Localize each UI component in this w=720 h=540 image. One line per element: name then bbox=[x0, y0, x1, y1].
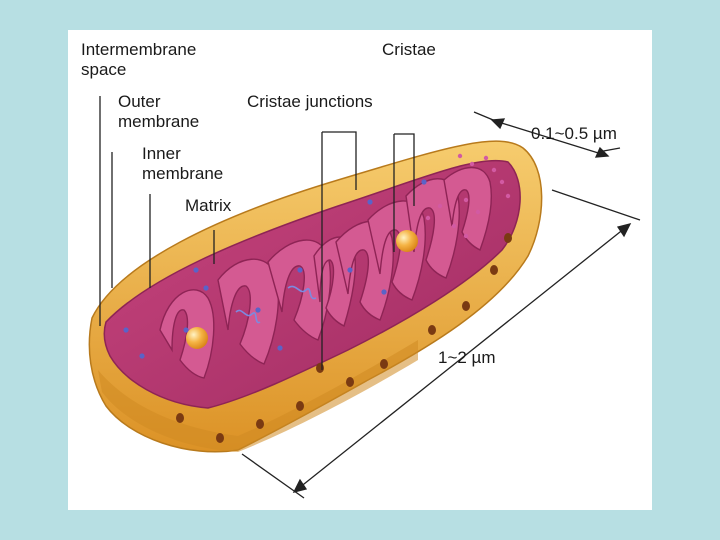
label-length-measure: 1~2 µm bbox=[438, 348, 496, 368]
membrane-pores bbox=[176, 233, 512, 443]
label-intermembrane-space: Intermembrane space bbox=[81, 40, 196, 80]
dimension-lines bbox=[241, 111, 641, 499]
leader-cristae bbox=[393, 133, 415, 252]
dimension-length-arrowhead-bottom bbox=[292, 478, 308, 493]
dna-strand-1 bbox=[235, 309, 261, 324]
label-intermembrane-space-line-2: space bbox=[81, 60, 127, 79]
label-outer-membrane-line-2: membrane bbox=[118, 112, 200, 131]
label-inner-membrane: Inner membrane bbox=[142, 144, 223, 184]
label-inner-membrane-line-2: membrane bbox=[142, 164, 224, 183]
dimension-length-tick-bottom bbox=[241, 453, 305, 499]
dimension-width-line bbox=[491, 119, 609, 157]
dimension-width-arrowhead-bottom bbox=[594, 146, 610, 158]
label-matrix: Matrix bbox=[185, 196, 231, 216]
label-cristae-junctions: Cristae junctions bbox=[247, 92, 373, 112]
leader-lines bbox=[99, 96, 415, 370]
label-cristae-junctions-text: Cristae junctions bbox=[247, 92, 373, 111]
dimension-length-arrowhead-top bbox=[616, 223, 632, 238]
label-outer-membrane: Outer membrane bbox=[118, 92, 199, 132]
dimension-width-tick-top bbox=[473, 111, 499, 123]
label-matrix-text: Matrix bbox=[185, 196, 232, 215]
label-intermembrane-space-line-1: Intermembrane bbox=[81, 40, 197, 59]
crista-8 bbox=[443, 166, 492, 251]
dimension-length-tick-top bbox=[551, 189, 641, 221]
diagram-canvas: Intermembrane space Outer membrane Inner… bbox=[68, 30, 652, 510]
dimension-length-line bbox=[293, 223, 631, 493]
label-cristae-text: Cristae bbox=[382, 40, 436, 59]
label-outer-membrane-line-1: Outer bbox=[118, 92, 161, 111]
dimension-width-tick-bottom bbox=[597, 147, 621, 153]
lipid-droplet-1 bbox=[186, 327, 208, 349]
label-inner-membrane-line-1: Inner bbox=[142, 144, 181, 163]
dna-strand-2 bbox=[287, 285, 317, 300]
ribosomes bbox=[425, 153, 511, 239]
matrix-granules bbox=[123, 179, 427, 359]
mitochondrion-illustration bbox=[88, 96, 641, 499]
leader-cristae-junctions bbox=[321, 131, 357, 370]
label-width-measure-text: 0.1~0.5 µm bbox=[531, 124, 617, 143]
label-length-measure-text: 1~2 µm bbox=[438, 348, 496, 367]
label-width-measure: 0.1~0.5 µm bbox=[531, 124, 617, 144]
lipid-droplet-2 bbox=[396, 230, 418, 252]
label-cristae: Cristae bbox=[382, 40, 436, 60]
